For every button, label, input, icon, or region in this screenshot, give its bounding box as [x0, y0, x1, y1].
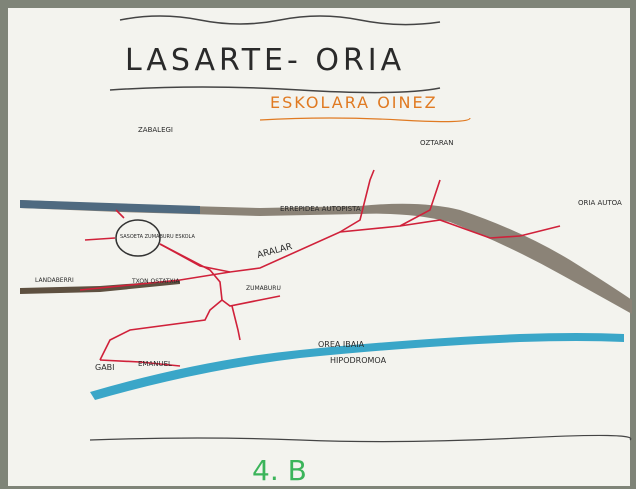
grade-label: 4. B: [252, 454, 307, 487]
top-wavy-line: [119, 15, 441, 26]
map-title: LASARTE- ORIA: [125, 43, 405, 78]
label-gabi: GABI: [95, 363, 115, 372]
highway-road-blue-segment: [20, 200, 200, 214]
subtitle-underline: [259, 117, 471, 123]
school-routes: [79, 169, 561, 367]
label-txon-ostatxia: TXON OSTATXIA: [131, 278, 180, 285]
river: [90, 333, 624, 400]
label-zumaburu: ZUMABURU: [246, 285, 281, 292]
map-subtitle: ESKOLARA OINEZ: [270, 93, 438, 112]
label-oria-autoa: ORIA AUTOA: [578, 199, 622, 207]
label-sasoeta: SASOETA ZUMABURU ESKOLA: [120, 234, 195, 240]
label-zabalegi: ZABALEGI: [138, 126, 173, 134]
label-hipodromoa: HIPODROMOA: [330, 356, 387, 365]
label-oztaran: OZTARAN: [420, 139, 453, 147]
label-orea-ibaia: OREA IBAIA: [318, 340, 365, 349]
highway-road: [20, 200, 632, 314]
label-errepidea: ERREPIDEA AUTOPISTA: [280, 205, 361, 213]
title-underline: [109, 86, 441, 94]
label-landaberri: LANDABERRI: [35, 277, 74, 284]
bottom-wavy-line: [89, 434, 632, 443]
label-emanuel: EMANUEL: [138, 360, 172, 368]
school-circle: [115, 219, 161, 257]
